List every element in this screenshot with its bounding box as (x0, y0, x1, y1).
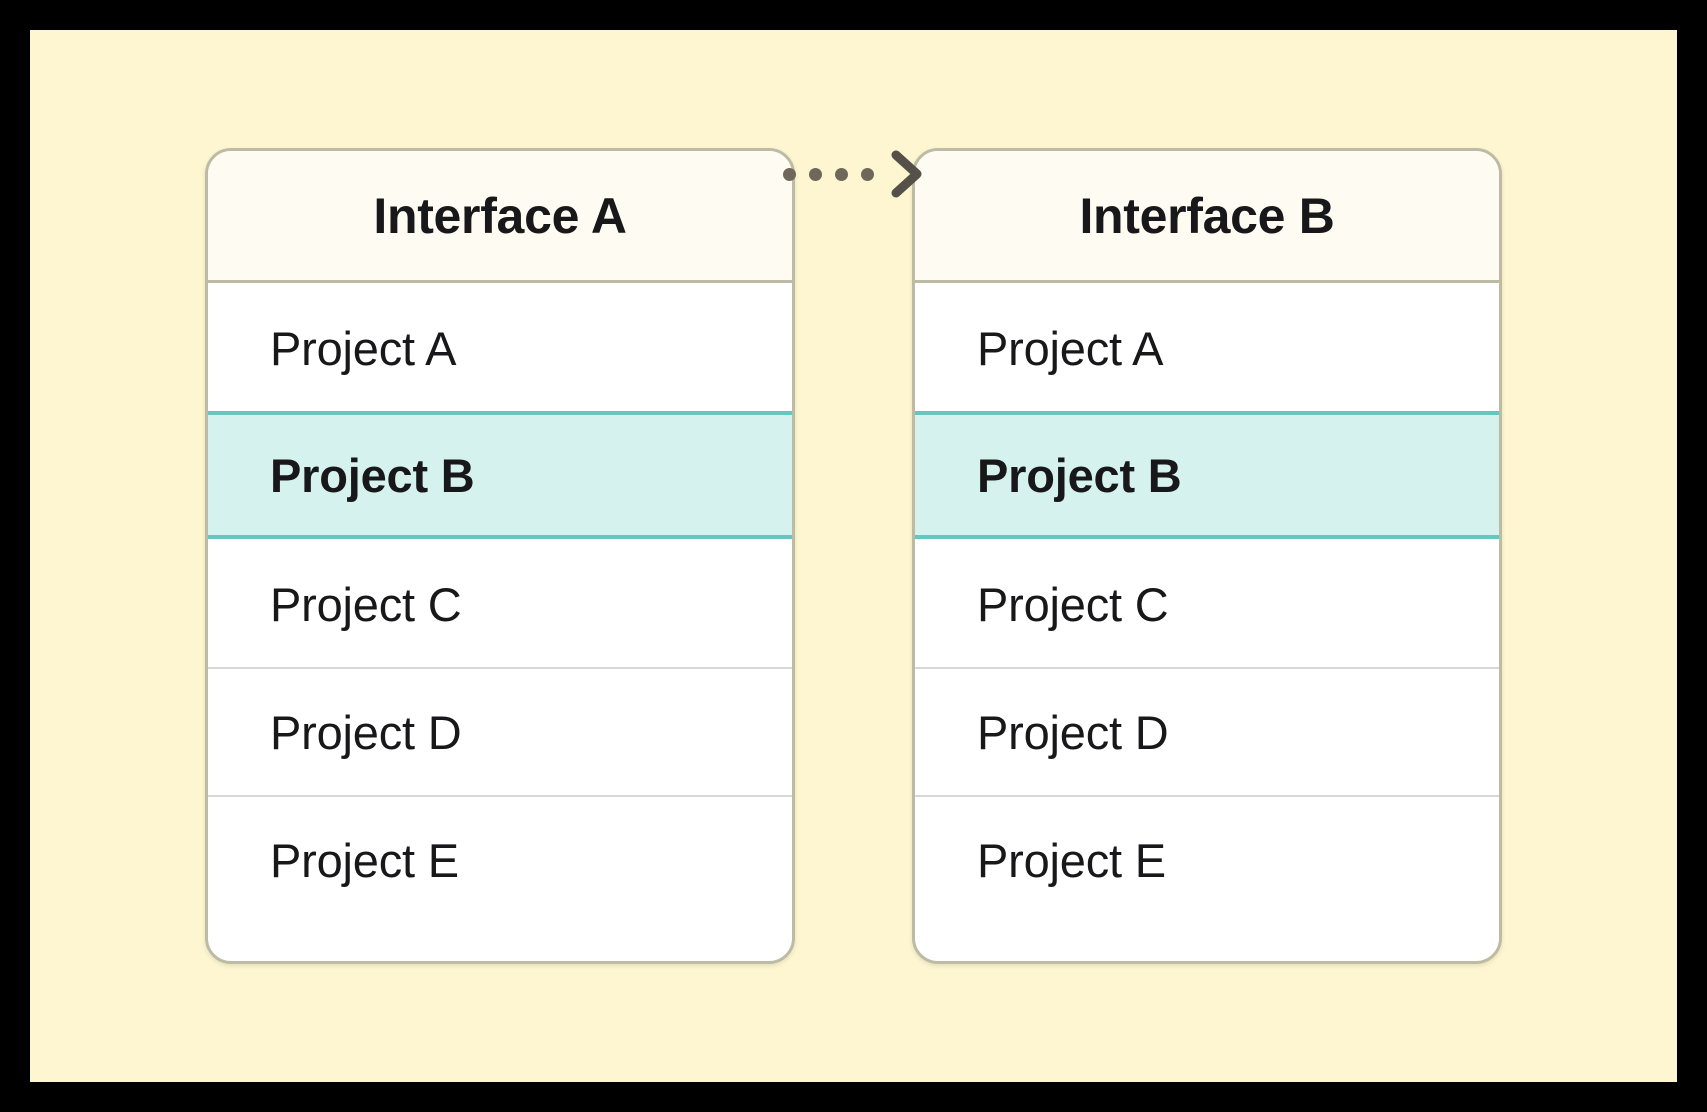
panel-header-a: Interface A (208, 151, 792, 283)
list-item-label: Project D (270, 705, 462, 759)
arrow-dot-2 (809, 167, 822, 181)
list-item-label: Project E (977, 833, 1166, 887)
list-item[interactable]: Project D (915, 667, 1499, 795)
list-item-label: Project C (977, 577, 1169, 631)
panel-list-b: Project A Project B Project C Project D (915, 283, 1499, 961)
list-item[interactable]: Project A (208, 283, 792, 411)
panel-list-a: Project A Project B Project C Project D (208, 283, 792, 961)
dotted-arrow-right-icon (783, 150, 924, 198)
list-item-label: Project A (270, 321, 457, 375)
panel-title-b: Interface B (1079, 187, 1335, 244)
list-item-label: Project C (270, 577, 462, 631)
list-item[interactable]: Project E (208, 795, 792, 923)
list-item[interactable]: Project E (915, 795, 1499, 923)
interface-panel-a[interactable]: Interface A Project A Project B Project … (205, 148, 795, 964)
panel-title-a: Interface A (373, 187, 627, 244)
sync-connector (783, 148, 922, 198)
list-item-label: Project D (977, 705, 1169, 759)
list-item-selected[interactable]: Project B (915, 411, 1499, 539)
list-item-label: Project A (977, 321, 1164, 375)
arrow-dot-3 (835, 167, 848, 181)
list-item-selected[interactable]: Project B (208, 411, 792, 539)
list-item[interactable]: Project C (915, 539, 1499, 667)
panel-rail: Interface A Project A Project B Project … (205, 148, 1502, 964)
list-item-label: Project B (977, 448, 1182, 502)
chevron-right-icon (891, 150, 922, 198)
list-item[interactable]: Project D (208, 667, 792, 795)
interface-panel-b[interactable]: Interface B Project A Project B Project … (912, 148, 1502, 964)
panel-header-b: Interface B (915, 151, 1499, 283)
list-item-label: Project E (270, 833, 459, 887)
list-item-label: Project B (270, 448, 475, 502)
interface-sync-diagram: Interface A Project A Project B Project … (30, 30, 1677, 1082)
list-item[interactable]: Project A (915, 283, 1499, 411)
diagram-canvas: Interface A Project A Project B Project … (30, 30, 1677, 1082)
arrow-dot-1 (783, 167, 796, 181)
arrow-dot-4 (861, 167, 874, 181)
list-item[interactable]: Project C (208, 539, 792, 667)
